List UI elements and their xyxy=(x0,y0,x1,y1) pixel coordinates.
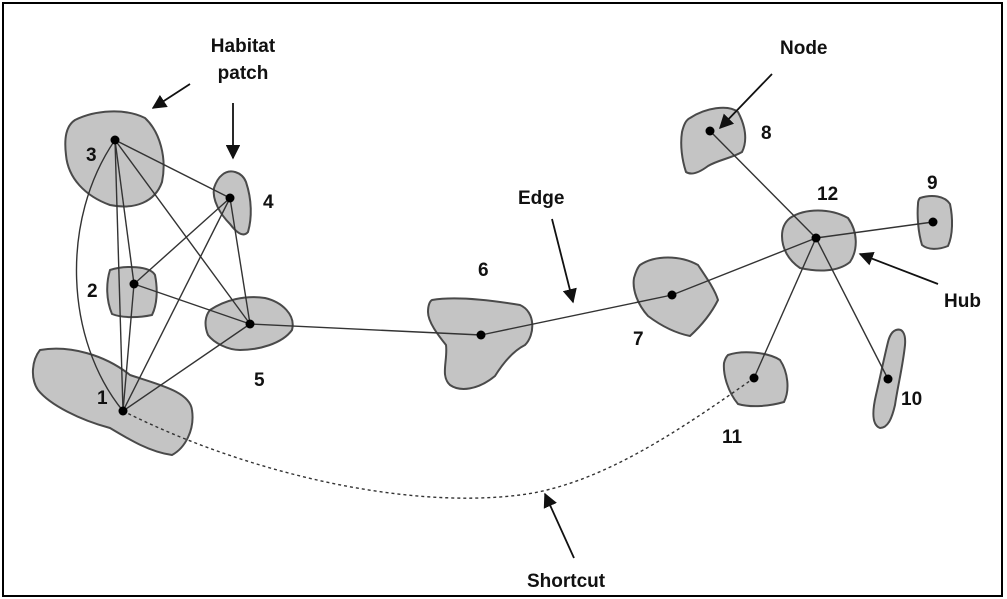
patch-label-10: 10 xyxy=(901,389,922,410)
annotation-arrows xyxy=(151,73,939,559)
node-6 xyxy=(476,330,486,340)
edge-4-2 xyxy=(133,197,231,285)
node-11 xyxy=(749,373,759,383)
edge-label: Edge xyxy=(518,188,564,209)
edge-11-12 xyxy=(753,237,817,379)
node-2 xyxy=(129,279,139,289)
patch-label-5: 5 xyxy=(254,370,265,391)
patch-label-3: 3 xyxy=(86,145,97,166)
edge-3-1 xyxy=(114,139,124,412)
patch-6 xyxy=(427,297,534,390)
patch-label-8: 8 xyxy=(761,123,772,144)
habitat-patch-label-line1: Habitat xyxy=(211,36,276,57)
edge-2-5 xyxy=(133,283,251,325)
edge-3-2 xyxy=(114,139,135,285)
patch-1 xyxy=(32,347,194,456)
edge-3-1-curved xyxy=(75,139,124,412)
patch-4 xyxy=(212,170,252,236)
edge-3-4 xyxy=(114,139,231,199)
node-label: Node xyxy=(780,38,828,59)
hub-label: Hub xyxy=(944,291,981,312)
edge-4-1 xyxy=(122,197,231,412)
patches xyxy=(32,106,954,456)
node-4 xyxy=(225,193,235,203)
node-7 xyxy=(667,290,677,300)
nodes xyxy=(110,126,938,416)
edge-7-12 xyxy=(671,237,817,296)
patch-3 xyxy=(64,110,165,208)
node-10 xyxy=(883,374,893,384)
patch-label-12: 12 xyxy=(817,184,838,205)
annotation-labels: Habitat patch Node Edge Hub Shortcut xyxy=(211,36,981,592)
edges xyxy=(75,130,934,499)
patch-label-2: 2 xyxy=(87,281,98,302)
patch-label-9: 9 xyxy=(927,173,938,194)
shortcut-edge-1-11 xyxy=(122,377,755,499)
edge-5-6 xyxy=(249,323,482,336)
edge-6-7 xyxy=(480,294,673,336)
shortcut-label: Shortcut xyxy=(527,571,606,592)
patch-8 xyxy=(680,106,747,175)
edge-2-1 xyxy=(122,283,135,412)
shortcut-arrow xyxy=(543,492,575,559)
node-12 xyxy=(811,233,821,243)
node-8 xyxy=(705,126,715,136)
hub-arrow xyxy=(858,251,939,285)
edge-10-12 xyxy=(815,237,889,380)
node-1 xyxy=(118,406,128,416)
node-5 xyxy=(245,319,255,329)
edge-5-1 xyxy=(122,323,251,412)
node-arrow xyxy=(719,73,773,130)
habitat-patch-label-line2: patch xyxy=(218,63,269,84)
edge-3-5 xyxy=(114,139,251,325)
node-9 xyxy=(928,217,938,227)
patch-label-1: 1 xyxy=(97,388,108,409)
edge-9-12 xyxy=(815,221,934,239)
edge-8-12 xyxy=(709,130,817,239)
edge-arrow xyxy=(551,218,577,304)
patch-label-7: 7 xyxy=(633,329,644,350)
patch-label-6: 6 xyxy=(478,260,489,281)
patch-label-11: 11 xyxy=(722,427,743,448)
habitat-patch-arrow-left xyxy=(151,83,191,109)
patch-label-4: 4 xyxy=(263,192,274,213)
edge-4-5 xyxy=(229,197,251,325)
patch-number-labels: 1 2 3 4 5 6 7 8 9 10 11 12 xyxy=(86,123,938,448)
node-3 xyxy=(110,135,120,145)
